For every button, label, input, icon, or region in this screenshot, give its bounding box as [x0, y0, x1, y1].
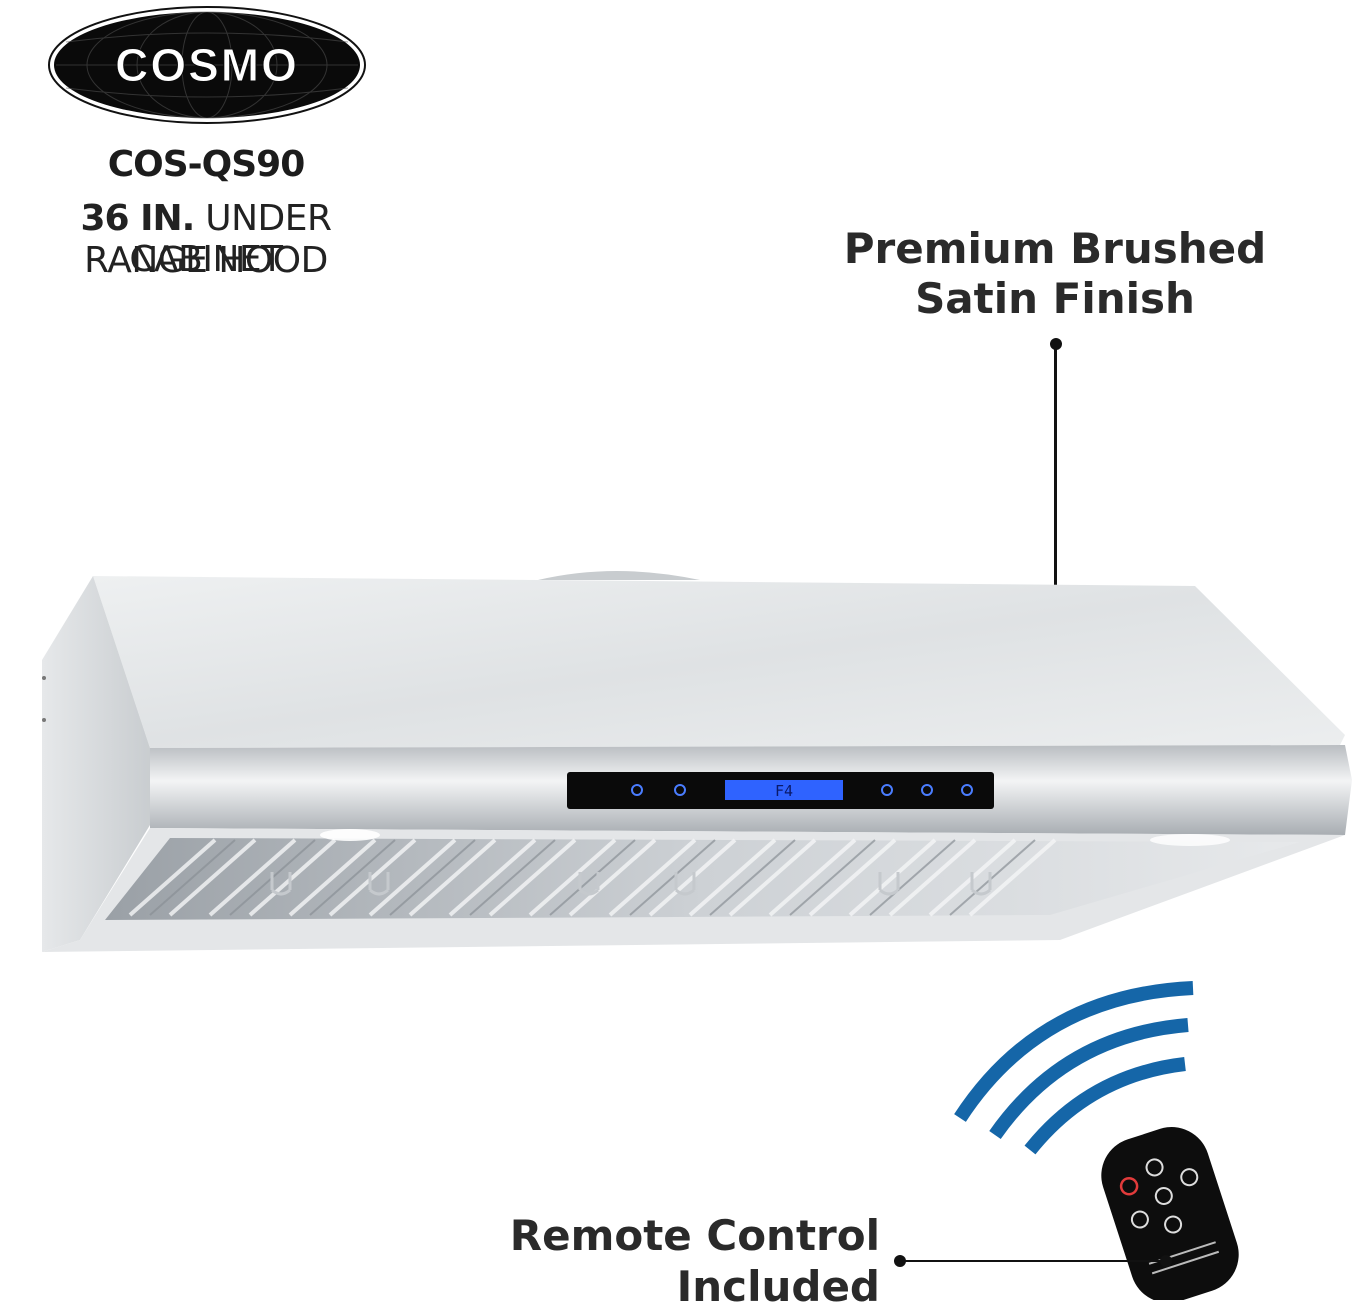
remote-callout-line1: Remote Control	[509, 1211, 880, 1260]
remote-callout-line2: Included	[676, 1262, 880, 1311]
range-hood-image: F4	[0, 540, 1356, 970]
product-type-line1: UNDER CABINET	[129, 198, 332, 280]
finish-callout-line2: Satin Finish	[915, 274, 1195, 323]
finish-callout-line1: Premium Brushed	[843, 224, 1267, 273]
model-number: COS-QS90	[107, 144, 306, 185]
logo-text: COSMO	[115, 39, 299, 91]
brand-logo: COSMO	[46, 4, 368, 126]
remote-control-image	[940, 970, 1270, 1303]
display-readout: F4	[775, 782, 793, 800]
finish-leader-line	[1054, 344, 1057, 612]
remote-leader-line	[900, 1260, 1162, 1262]
product-size: 36 IN.	[80, 198, 195, 239]
remote-leader-dot-right	[1160, 1255, 1172, 1267]
product-type-line2: RANGE HOOD	[84, 240, 328, 281]
product-size-type: 36 IN. UNDER CABINET	[0, 198, 412, 280]
